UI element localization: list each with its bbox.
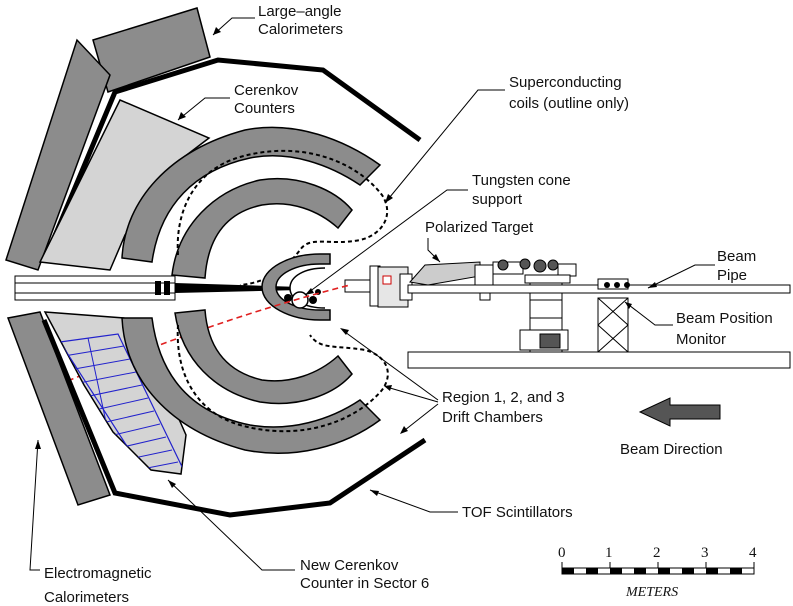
label-bpm-line1: Beam Position (676, 310, 773, 327)
label-tungsten-line2: support (472, 191, 523, 208)
leader-lines (29, 17, 715, 571)
em-calorimeter-lower (6, 311, 111, 506)
target-cell (291, 291, 309, 309)
text-labels: Large–angle Calorimeters Cerenkov Counte… (44, 3, 773, 606)
label-sc-coils-line1: Superconducting (509, 74, 622, 91)
label-new-cerenkov-line2: Counter in Sector 6 (300, 575, 429, 592)
scale-unit-label: METERS (625, 585, 678, 600)
floor (407, 351, 791, 369)
label-cerenkov-line2: Counters (234, 100, 295, 117)
label-cerenkov-line1: Cerenkov (234, 82, 299, 99)
region1-drift-chamber (261, 253, 331, 321)
superconducting-coil-outline-upper (176, 149, 389, 286)
label-drift-line2: Drift Chambers (442, 409, 543, 426)
label-new-cerenkov-line1: New Cerenkov (300, 557, 399, 574)
beam-tube-dark-block-1 (155, 281, 161, 295)
beam-tube-dark-block-2 (164, 281, 170, 295)
label-large-angle-line1: Large–angle (258, 3, 341, 20)
region2-drift-chamber-lower (174, 309, 353, 405)
label-drift-line1: Region 1, 2, and 3 (442, 389, 565, 406)
em-calorimeter-upper (5, 38, 111, 271)
label-beam-pipe-line2: Pipe (717, 267, 747, 284)
beam-direction-arrow (638, 397, 721, 427)
scale-tick-label-1: 1 (605, 545, 613, 561)
region3-drift-chamber-lower (121, 317, 382, 454)
scale-tick-label-3: 3 (701, 545, 709, 561)
scale-tick-label-0: 0 (558, 545, 566, 561)
scale-tick-label-2: 2 (653, 545, 661, 561)
label-tungsten-line1: Tungsten cone (472, 172, 571, 189)
label-large-angle-line2: Calorimeters (258, 21, 343, 38)
label-em-cal-line2: Calorimeters (44, 589, 129, 606)
polarized-target-apparatus (377, 258, 577, 352)
label-tof: TOF Scintillators (462, 504, 573, 521)
label-beam-pipe-line1: Beam (717, 248, 756, 265)
beam-line-center (14, 253, 381, 321)
detector-upper-half (5, 7, 422, 286)
tungsten-cone (175, 283, 300, 293)
label-em-cal-line1: Electromagnetic (44, 565, 152, 582)
region2-drift-chamber-upper (171, 178, 353, 279)
detector-lower-half (6, 309, 427, 518)
label-beam-direction: Beam Direction (620, 441, 723, 458)
outer-beam-pipe (407, 278, 791, 369)
label-sc-coils-line2: coils (outline only) (509, 95, 629, 112)
beam-position-monitor-stand (597, 297, 629, 353)
superconducting-coil-outline-lower (176, 324, 389, 433)
label-bpm-line2: Monitor (676, 331, 726, 348)
tof-scintillator-upper (41, 57, 422, 263)
region3-drift-chamber-upper (121, 126, 382, 263)
tof-scintillator-lower (41, 319, 427, 518)
scale-tick-label-4: 4 (749, 545, 757, 561)
beam-trajectory-dashed (39, 284, 351, 393)
inner-beam-tube (14, 275, 176, 301)
label-polarized-target: Polarized Target (425, 219, 534, 236)
scale-bar: 0 1 2 3 4 METERS (558, 545, 757, 600)
